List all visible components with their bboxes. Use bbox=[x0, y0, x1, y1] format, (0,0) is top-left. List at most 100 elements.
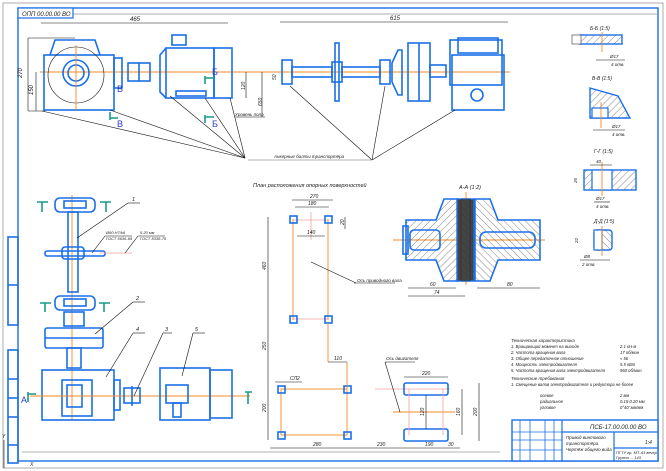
svg-text:615: 615 bbox=[390, 16, 401, 22]
stamp-box bbox=[17, 7, 74, 19]
svg-text:270: 270 bbox=[18, 67, 24, 79]
svg-text:230: 230 bbox=[376, 442, 386, 448]
svg-text:В: В bbox=[117, 84, 123, 94]
svg-text:0°40' мм/мм: 0°40' мм/мм bbox=[620, 405, 643, 410]
svg-text:160: 160 bbox=[456, 407, 462, 416]
reducer-body bbox=[43, 54, 115, 111]
svg-text:1. Смещение валов электродвига: 1. Смещение валов электродвигателя и ред… bbox=[511, 382, 634, 387]
svg-text:460: 460 bbox=[262, 261, 268, 270]
svg-text:180: 180 bbox=[308, 201, 317, 207]
left-strip bbox=[7, 236, 19, 464]
svg-text:2 мм: 2 мм bbox=[619, 393, 629, 398]
svg-text:2 отв.: 2 отв. bbox=[581, 262, 596, 267]
svg-text:60: 60 bbox=[430, 282, 436, 288]
svg-text:4 отв.: 4 отв. bbox=[612, 132, 626, 137]
svg-text:Группа ... 143: Группа ... 143 bbox=[616, 455, 642, 460]
svg-text:150: 150 bbox=[29, 84, 35, 95]
sheet-inner-frame bbox=[17, 7, 659, 462]
axis-indicator: Y X bbox=[2, 434, 34, 468]
svg-text:5. Частота вращения вала элект: 5. Частота вращения вала электродвигател… bbox=[511, 368, 606, 373]
svg-text:Техническая характеристика: Техническая характеристика bbox=[511, 338, 575, 343]
motor-side bbox=[159, 367, 211, 421]
svg-text:Г-Г (1:5): Г-Г (1:5) bbox=[594, 149, 613, 155]
svg-text:Ось двигателя: Ось двигателя bbox=[386, 356, 419, 361]
svg-text:200: 200 bbox=[473, 407, 479, 417]
svg-text:4. Мощность электродвигателя: 4. Мощность электродвигателя bbox=[511, 362, 578, 367]
svg-text:Ø17: Ø17 bbox=[609, 54, 619, 59]
svg-text:Ø17: Ø17 bbox=[595, 196, 605, 201]
svg-text:В-В (1:5): В-В (1:5) bbox=[592, 76, 612, 82]
svg-text:110: 110 bbox=[334, 356, 342, 362]
svg-text:Ось приводного вала: Ось приводного вала bbox=[357, 278, 402, 283]
top-view: 465 270 150 120 650 Уровень пола Б Б В В bbox=[18, 16, 510, 161]
svg-text:Технические требования: Технические требования bbox=[511, 376, 565, 381]
detail-views: Б-Б (1:5) Ø17 4 отв. В-В (1:5) Ø17 4 отв… bbox=[571, 26, 637, 267]
svg-text:200: 200 bbox=[262, 403, 268, 413]
svg-text:220: 220 bbox=[421, 371, 431, 377]
svg-text:1. Вращающий момент на выходе: 1. Вращающий момент на выходе bbox=[511, 344, 580, 349]
svg-text:280: 280 bbox=[312, 442, 322, 448]
svg-text:17 об/мин: 17 об/мин bbox=[620, 350, 640, 355]
svg-text:40: 40 bbox=[596, 159, 602, 164]
svg-text:Б: Б bbox=[212, 119, 218, 129]
svg-text:А: А bbox=[21, 395, 27, 405]
svg-text:3: 3 bbox=[165, 327, 169, 333]
reducer-side bbox=[41, 369, 115, 421]
svg-text:2.1 кН·м: 2.1 кН·м bbox=[619, 344, 636, 349]
svg-text:Уровень пола: Уровень пола bbox=[235, 112, 264, 117]
svg-text:140: 140 bbox=[307, 230, 316, 236]
svg-text:осевое: осевое bbox=[540, 393, 554, 398]
svg-text:1: 1 bbox=[132, 197, 135, 203]
svg-text:20: 20 bbox=[340, 219, 346, 226]
svg-text:Ø17: Ø17 bbox=[611, 124, 621, 129]
svg-text:2: 2 bbox=[135, 296, 139, 302]
svg-text:В: В bbox=[117, 119, 123, 129]
svg-text:50: 50 bbox=[272, 74, 278, 80]
svg-text:СЛ2: СЛ2 bbox=[290, 376, 300, 382]
svg-text:650: 650 bbox=[258, 97, 264, 106]
svg-text:Д-Д (1:5): Д-Д (1:5) bbox=[593, 219, 615, 225]
svg-text:120: 120 bbox=[241, 81, 247, 90]
svg-text:Y: Y bbox=[2, 434, 6, 440]
specifications: Техническая характеристика 1. Вращающий … bbox=[510, 338, 645, 410]
svg-text:радиальное: радиальное bbox=[539, 399, 564, 404]
svg-text:3. Общее передаточное отношени: 3. Общее передаточное отношение bbox=[511, 356, 584, 361]
svg-text:транспортёра.: транспортёра. bbox=[566, 441, 599, 446]
svg-text:74: 74 bbox=[434, 290, 440, 296]
svg-text:0.15-0.20 мм: 0.15-0.20 мм bbox=[620, 399, 645, 404]
gearbox-right bbox=[449, 39, 503, 86]
svg-text:5: 5 bbox=[195, 327, 199, 333]
svg-text:250: 250 bbox=[262, 341, 268, 351]
svg-text:1:4: 1:4 bbox=[645, 440, 652, 446]
svg-text:Чертёж общего вида: Чертёж общего вида bbox=[566, 447, 612, 452]
svg-text:120: 120 bbox=[420, 407, 426, 416]
svg-text:5.5 кВт: 5.5 кВт bbox=[620, 362, 636, 367]
svg-text:Б: Б bbox=[212, 67, 218, 77]
plan-view: План расположения опорных поверхностей 2… bbox=[253, 182, 480, 449]
svg-text:А-А (1:2): А-А (1:2) bbox=[458, 185, 481, 191]
svg-text:Анкерные болты транспортёра: Анкерные болты транспортёра bbox=[273, 154, 345, 159]
svg-text:190: 190 bbox=[425, 442, 434, 448]
svg-text:4 отв.: 4 отв. bbox=[596, 204, 610, 209]
svg-text:≈ 56: ≈ 56 bbox=[620, 356, 629, 361]
svg-text:270: 270 bbox=[309, 194, 319, 200]
drawing-designation: ПСБ-17.00.00.00 ВО bbox=[590, 425, 647, 431]
svg-text:30: 30 bbox=[448, 442, 454, 448]
svg-text:Ø60 H7/k6: Ø60 H7/k6 bbox=[105, 230, 126, 235]
svg-text:5.20 мм: 5.20 мм bbox=[140, 230, 155, 235]
section-aa: А-А (1:2) 60 74 80 bbox=[393, 185, 545, 297]
svg-text:ПГТУ гр. МТ-43 вечер: ПГТУ гр. МТ-43 вечер bbox=[616, 450, 658, 455]
callouts: 1 2 3 4 5 bbox=[76, 197, 205, 397]
stamp-code: ОПП 00.00.00 ВО bbox=[22, 12, 71, 18]
svg-text:80: 80 bbox=[507, 282, 513, 288]
svg-text:Б-Б (1:5): Б-Б (1:5) bbox=[590, 26, 610, 32]
plan-title: План расположения опорных поверхностей bbox=[253, 182, 367, 189]
svg-text:2. Частота вращения вала: 2. Частота вращения вала bbox=[510, 350, 566, 355]
svg-text:ГОСТ 6636-69: ГОСТ 6636-69 bbox=[106, 236, 133, 241]
side-view: А 1 2 3 4 5 Ø60 H7/k6 ГОСТ 6636-69 5.20 … bbox=[21, 195, 252, 421]
svg-text:4 отв.: 4 отв. bbox=[611, 62, 625, 67]
svg-text:Ø8: Ø8 bbox=[583, 254, 591, 259]
svg-text:465: 465 bbox=[130, 17, 141, 23]
